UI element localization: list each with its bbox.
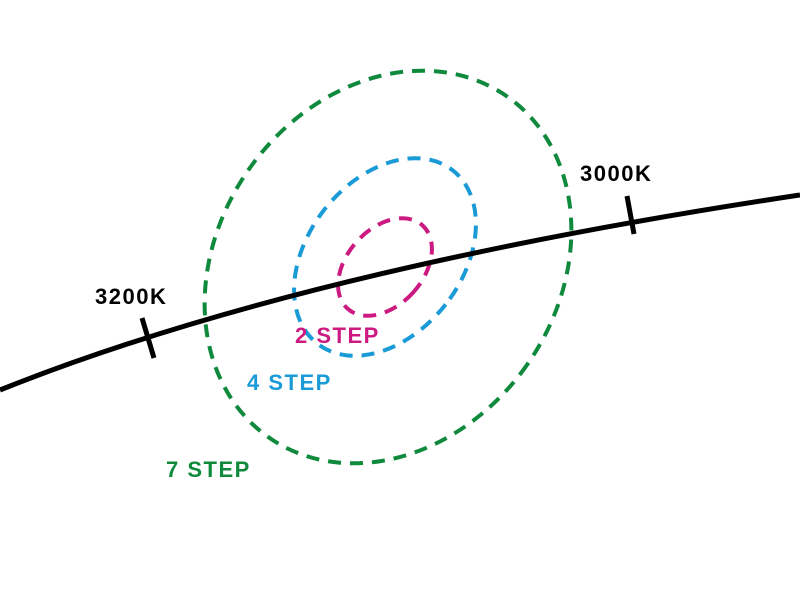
label-3000k: 3000K xyxy=(580,161,652,186)
ellipse-4-step xyxy=(292,156,478,358)
ellipse-7-step xyxy=(202,68,574,466)
planckian-locus-curve xyxy=(0,192,800,393)
ellipse-2-step xyxy=(336,216,434,318)
label-7-step: 7 STEP xyxy=(166,457,251,482)
tick-3200k xyxy=(139,317,157,359)
label-4-step: 4 STEP xyxy=(247,370,332,395)
label-3200k: 3200K xyxy=(95,284,167,309)
label-2-step: 2 STEP xyxy=(295,323,380,348)
tick-3000k xyxy=(624,195,637,235)
